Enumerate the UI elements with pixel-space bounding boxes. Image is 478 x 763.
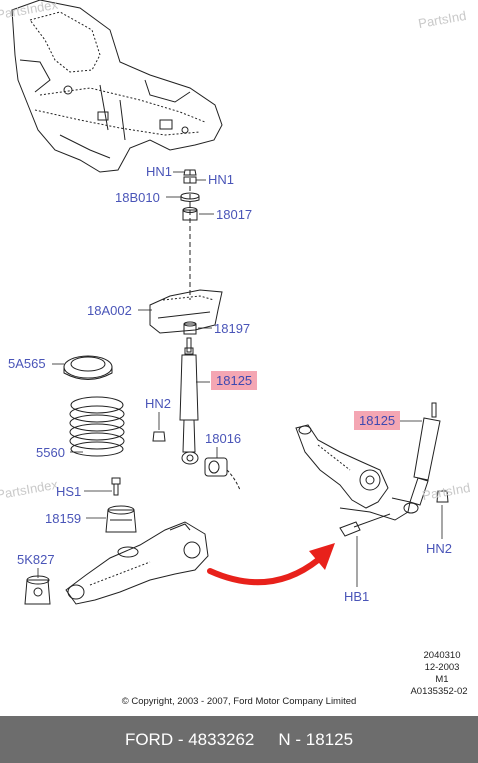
bracket-18a002-drawing (149, 289, 223, 334)
spring-seat-5a565-drawing (63, 355, 113, 380)
diagram-id-block: 2040310 12-2003 M1 A0135352-02 (410, 650, 472, 698)
diagram-id-line4: A0135352-02 (410, 686, 468, 697)
coil-spring-5560-drawing (69, 396, 125, 457)
part-label-hs1[interactable]: HS1 (56, 484, 82, 499)
red-arrow (207, 543, 335, 586)
nut-hn1-drawing (183, 169, 197, 184)
diagram-id-line3: M1 (435, 674, 449, 685)
shock-absorber-right-drawing (403, 402, 441, 514)
part-label-18159[interactable]: 18159 (45, 511, 82, 526)
part-label-hn1-second[interactable]: HN1 (208, 172, 235, 187)
bushing-5k827-drawing (24, 575, 51, 605)
bushing-18197-drawing (183, 321, 197, 335)
copyright-text: © Copyright, 2003 - 2007, Ford Motor Com… (121, 696, 357, 707)
part-label-18b010[interactable]: 18B010 (115, 190, 160, 205)
footer-brand-part: FORD - 4833262 (124, 729, 255, 749)
nut-hn2-left-drawing (152, 431, 166, 442)
knuckle-assembly-right-drawing (295, 424, 411, 521)
part-label-18017[interactable]: 18017 (216, 207, 253, 222)
subframe-drawing (11, 0, 223, 173)
part-label-18197[interactable]: 18197 (214, 321, 251, 336)
leader-lines (37, 171, 443, 587)
part-label-18125-right-highlighted[interactable]: 18125 (354, 411, 401, 430)
part-label-hn1-top[interactable]: HN1 (146, 164, 173, 179)
washer-18b010-drawing (180, 192, 200, 202)
part-label-hn2-right[interactable]: HN2 (426, 541, 453, 556)
bump-stop-18159-drawing (105, 505, 137, 533)
part-label-hn2-left[interactable]: HN2 (145, 396, 172, 411)
lower-arm-left-drawing (65, 521, 209, 605)
bolt-hb1-drawing (339, 513, 391, 537)
part-label-5k827[interactable]: 5K827 (17, 552, 55, 567)
diagram-id-line1: 2040310 (423, 650, 461, 661)
part-label-hb1[interactable]: HB1 (344, 589, 370, 604)
bushing-18017-drawing (182, 207, 198, 221)
exploded-parts-diagram (11, 0, 449, 605)
diagram-id-line2: 12-2003 (424, 662, 460, 673)
part-label-18a002[interactable]: 18A002 (87, 303, 132, 318)
shock-absorber-18125-drawing (179, 337, 199, 465)
part-label-5560[interactable]: 5560 (36, 445, 65, 460)
footer-bar: FORD - 4833262 N - 18125 (0, 716, 478, 763)
bolt-hs1-drawing (111, 477, 121, 496)
nut-hn2-right-drawing (436, 490, 449, 503)
part-label-18125-highlighted[interactable]: 18125 (211, 371, 258, 390)
bushing-18016-drawing (204, 457, 241, 491)
part-label-18016[interactable]: 18016 (205, 431, 242, 446)
part-label-5a565[interactable]: 5A565 (8, 356, 46, 371)
footer-part-number: N - 18125 (278, 729, 354, 749)
